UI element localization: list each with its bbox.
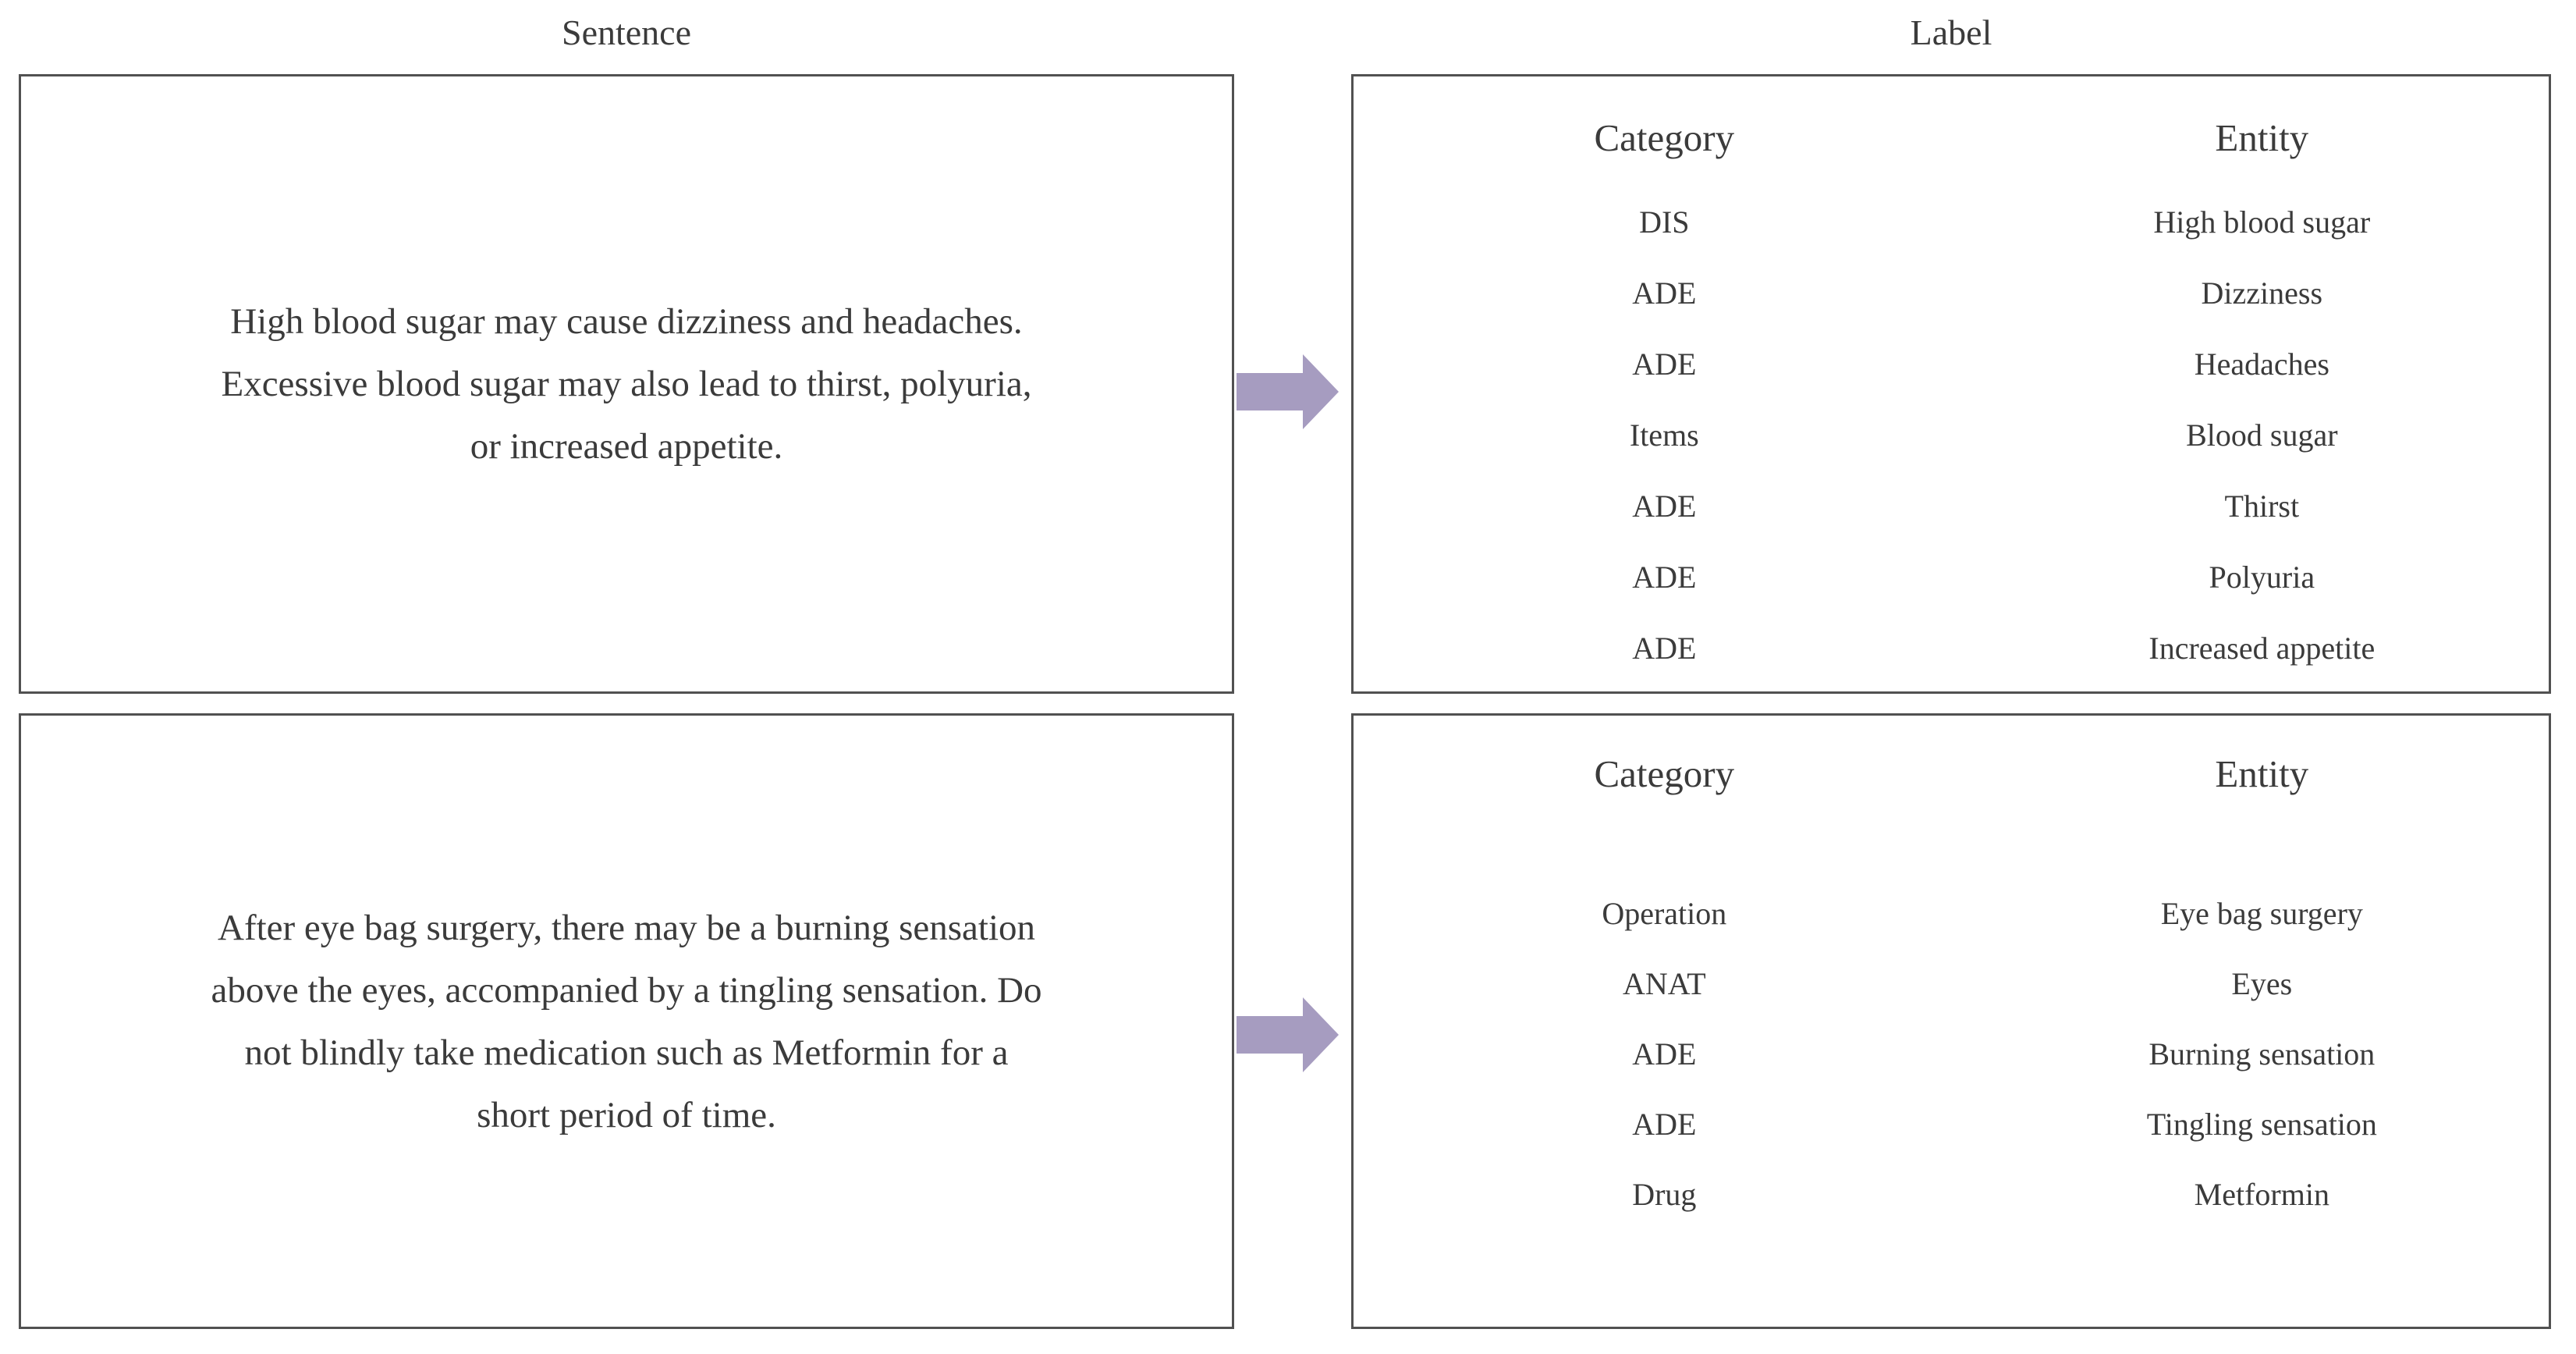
- entity-cell: High blood sugar: [2153, 204, 2371, 240]
- arrow-right-icon: [1237, 997, 1339, 1072]
- table-header-row: Category Entity: [1354, 752, 2549, 797]
- table-row: Drug Metformin: [1354, 1159, 2549, 1229]
- category-cell: DIS: [1639, 204, 1690, 240]
- category-cell: ADE: [1632, 1106, 1697, 1142]
- table-row: ADE Polyuria: [1354, 542, 2549, 613]
- label-table-1: Category Entity DIS High blood sugar ADE…: [1354, 76, 2549, 691]
- category-column-header: Category: [1594, 116, 1735, 159]
- table-header-row: Category Entity: [1354, 115, 2549, 161]
- table-row: ADE Headaches: [1354, 329, 2549, 400]
- entity-cell: Headaches: [2194, 346, 2329, 382]
- category-cell: ADE: [1632, 346, 1697, 382]
- entity-cell: Thirst: [2224, 489, 2300, 524]
- sentence-box-2: After eye bag surgery, there may be a bu…: [19, 713, 1234, 1329]
- category-column-header: Category: [1594, 752, 1735, 795]
- arrow-shape: [1237, 997, 1339, 1072]
- table-row: ADE Dizziness: [1354, 258, 2549, 329]
- label-box-1: Category Entity DIS High blood sugar ADE…: [1351, 74, 2551, 694]
- entity-cell: Increased appetite: [2148, 631, 2376, 666]
- table-row: ADE Increased appetite: [1354, 613, 2549, 684]
- entity-cell: Tingling sensation: [2146, 1106, 2377, 1142]
- entity-column-header: Entity: [2215, 116, 2309, 159]
- table-row: ADE Burning sensation: [1354, 1018, 2549, 1089]
- category-cell: ADE: [1632, 560, 1697, 595]
- table-row: Operation Eye bag surgery: [1354, 878, 2549, 948]
- entity-cell: Dizziness: [2201, 275, 2323, 311]
- column-header-sentence: Sentence: [561, 12, 692, 52]
- category-cell: Items: [1629, 418, 1699, 453]
- table-row: DIS High blood sugar: [1354, 187, 2549, 258]
- entity-cell: Metformin: [2194, 1176, 2329, 1212]
- column-header-label: Label: [1910, 12, 1992, 52]
- category-cell: ADE: [1632, 489, 1697, 524]
- entity-column-header: Entity: [2215, 752, 2309, 795]
- category-cell: ADE: [1632, 275, 1697, 311]
- table-row: ADE Thirst: [1354, 471, 2549, 542]
- sentence-text-1: High blood sugar may cause dizziness and…: [221, 301, 1032, 467]
- category-cell: ADE: [1632, 631, 1697, 666]
- table-row: ANAT Eyes: [1354, 948, 2549, 1018]
- category-cell: ANAT: [1622, 965, 1706, 1001]
- label-box-2: Category Entity Operation Eye bag surger…: [1351, 713, 2551, 1329]
- table-row: ADE Tingling sensation: [1354, 1089, 2549, 1159]
- entity-cell: Burning sensation: [2148, 1036, 2376, 1071]
- arrow-shape: [1237, 354, 1339, 429]
- category-cell: ADE: [1632, 1036, 1697, 1071]
- entity-cell: Eye bag surgery: [2160, 895, 2363, 931]
- category-cell: Operation: [1602, 895, 1727, 931]
- table-rows: Operation Eye bag surgery ANAT Eyes ADE …: [1354, 878, 2549, 1229]
- sentence-text-2: After eye bag surgery, there may be a bu…: [211, 907, 1042, 1135]
- table-row: Items Blood sugar: [1354, 400, 2549, 471]
- category-cell: Drug: [1632, 1176, 1697, 1212]
- entity-cell: Blood sugar: [2186, 418, 2338, 453]
- arrow-right-icon: [1237, 354, 1339, 429]
- sentence-box-1: High blood sugar may cause dizziness and…: [19, 74, 1234, 694]
- entity-cell: Eyes: [2231, 965, 2293, 1001]
- table-rows: DIS High blood sugar ADE Dizziness ADE H…: [1354, 187, 2549, 684]
- entity-cell: Polyuria: [2209, 560, 2315, 595]
- label-table-2: Category Entity Operation Eye bag surger…: [1354, 716, 2549, 1327]
